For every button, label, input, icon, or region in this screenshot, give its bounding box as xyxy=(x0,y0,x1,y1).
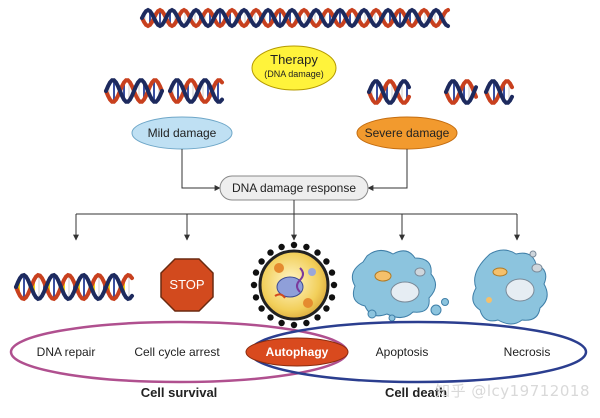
autophagy-highlight xyxy=(245,337,349,367)
outcome-apoptosis: Apoptosis xyxy=(375,345,429,359)
arrow-severe-to-response xyxy=(367,149,408,191)
stop-sign-icon xyxy=(160,258,214,312)
dna-helix-severe xyxy=(367,79,514,105)
arrow-mild-to-response xyxy=(181,149,221,191)
autophagy-cell-icon xyxy=(250,241,338,329)
apoptosis-cell-icon xyxy=(351,250,449,322)
dna-helix-mild xyxy=(104,78,224,104)
dna-helix-intact xyxy=(140,7,450,29)
outcome-autophagy: Autophagy xyxy=(265,345,329,359)
cell-death-label: Cell death xyxy=(384,385,448,400)
outcome-cell-cycle-arrest: Cell cycle arrest xyxy=(134,345,220,359)
dna-damage-response-label: DNA damage response xyxy=(231,181,357,195)
outcome-necrosis: Necrosis xyxy=(503,345,551,359)
therapy-title: Therapy xyxy=(270,52,318,67)
necrosis-cell-icon xyxy=(472,249,548,325)
therapy-ellipse xyxy=(251,45,337,91)
severe-damage-label: Severe damage xyxy=(364,126,450,140)
watermark: 知乎 @lcy19712018 xyxy=(435,382,590,400)
mild-damage-label: Mild damage xyxy=(147,126,217,140)
therapy-subtitle: (DNA damage) xyxy=(264,69,324,79)
stop-sign-label: STOP xyxy=(169,277,205,292)
cell-survival-label: Cell survival xyxy=(140,385,218,400)
outcome-dna-repair: DNA repair xyxy=(36,345,96,359)
dna-helix-repair xyxy=(14,272,134,302)
